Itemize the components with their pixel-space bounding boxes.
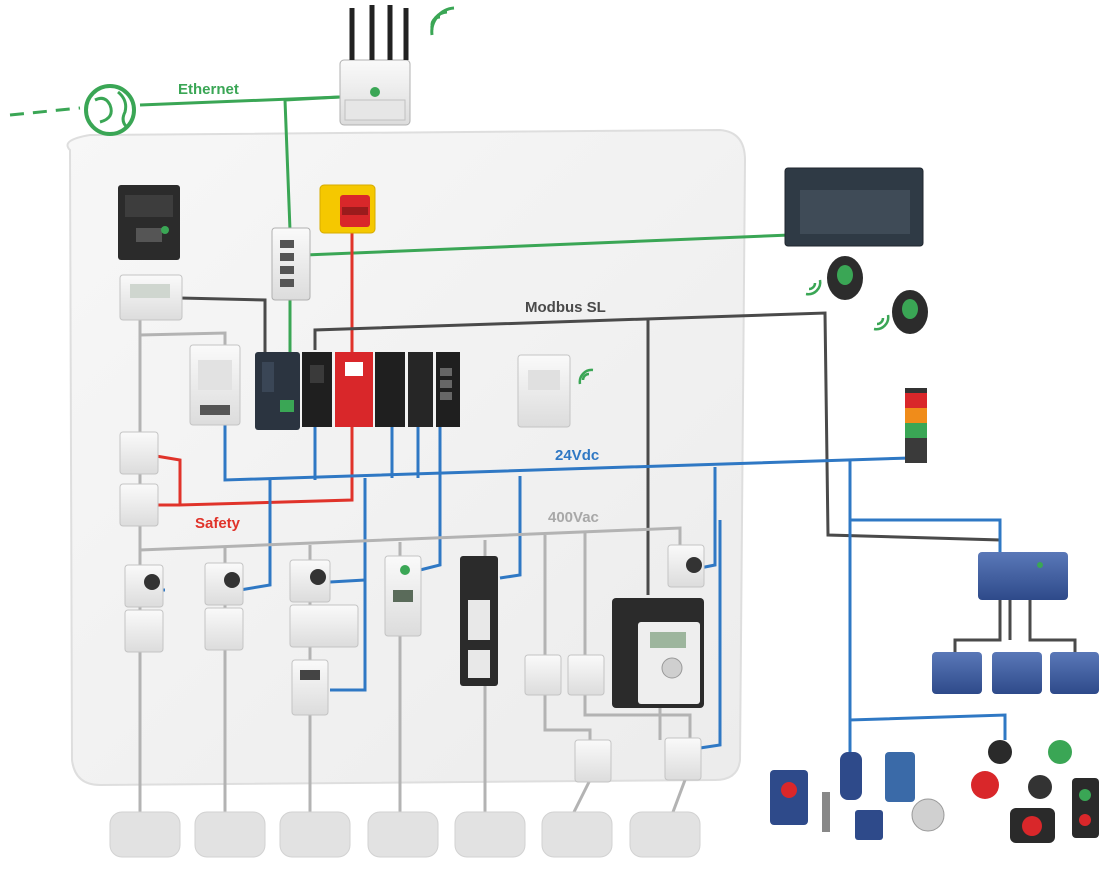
- hmi-touch-panel: [784, 167, 924, 247]
- motor-starter: [124, 564, 164, 653]
- contactor: [574, 737, 702, 783]
- plc-controller: [255, 352, 460, 430]
- wifi-icon: [430, 6, 455, 36]
- 24vdc-label: 24Vdc: [555, 447, 599, 464]
- wireless-pushbutton: [827, 256, 863, 300]
- soft-starter: [291, 659, 329, 716]
- modbus-label: Modbus SL: [525, 299, 606, 316]
- emergency-stop-switch: [319, 184, 376, 234]
- variable-speed-drive: [612, 598, 704, 708]
- wifi-icon: [578, 368, 594, 385]
- wireless-router: [339, 5, 411, 126]
- globe-icon: [84, 84, 136, 136]
- remote-io-hub: [978, 552, 1068, 600]
- ethernet-label: Ethernet: [178, 81, 239, 98]
- sensors: [770, 752, 945, 840]
- 400vac-label: 400Vac: [548, 509, 599, 526]
- pushbuttons: [971, 740, 1099, 843]
- reversing-motor-starter: [289, 559, 359, 648]
- electric-motors: [109, 811, 701, 858]
- safety-label: Safety: [195, 515, 241, 532]
- main-circuit-breaker: [118, 185, 180, 260]
- soft-start-controller: [460, 556, 498, 686]
- power-supply-24vdc: [189, 344, 241, 426]
- motor-starter: [204, 562, 244, 651]
- motor-starter: [667, 544, 705, 588]
- contactor: [524, 654, 605, 696]
- wireless-pushbutton: [892, 290, 928, 334]
- power-meter: [119, 274, 183, 321]
- remote-io-module: [932, 652, 1099, 694]
- motor-controller: [384, 555, 422, 637]
- ethernet-switch: [271, 227, 311, 301]
- ethernet-network: [9, 95, 791, 355]
- signal-tower-light: [905, 388, 927, 463]
- wireless-receiver-module: [517, 354, 571, 428]
- safety-relay: [119, 431, 159, 527]
- wifi-icon: [805, 279, 890, 331]
